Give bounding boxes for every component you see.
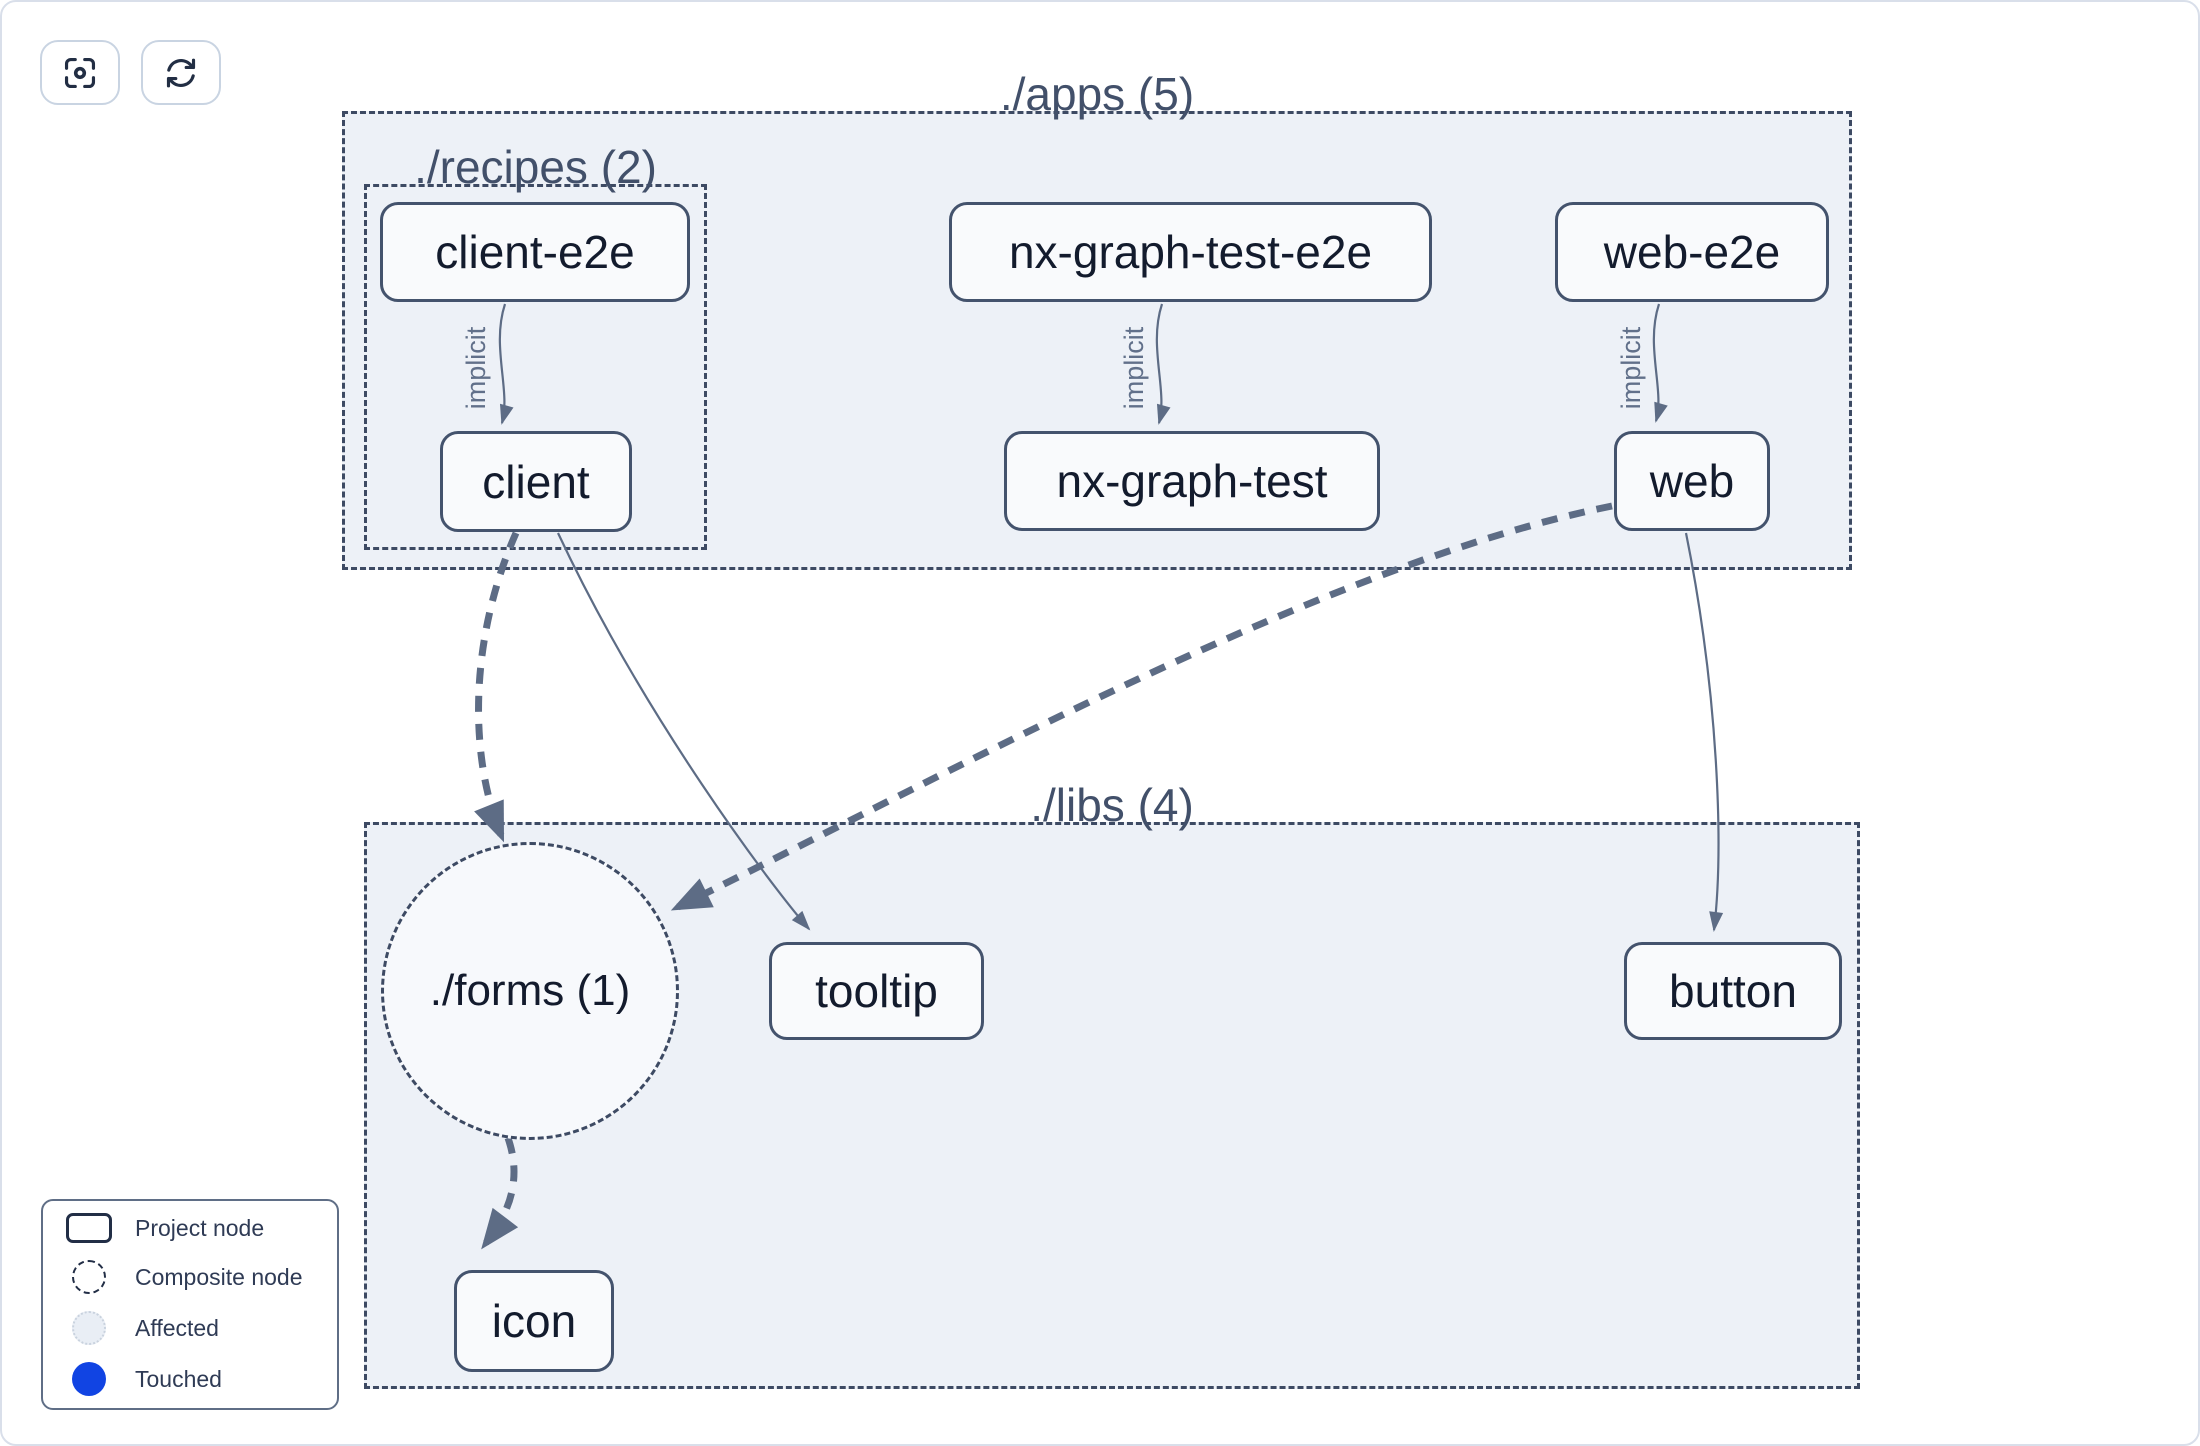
node-label: web-e2e xyxy=(1603,226,1781,278)
composite-node-forms[interactable]: ./forms (1) xyxy=(381,842,679,1140)
legend: Project node Composite node Affected Tou… xyxy=(41,1199,339,1410)
composite-node-swatch xyxy=(72,1260,106,1294)
node-label: nx-graph-test xyxy=(1056,455,1328,507)
refresh-button[interactable] xyxy=(141,40,221,105)
refresh-icon xyxy=(162,54,200,92)
node-label: button xyxy=(1669,965,1797,1017)
focus-button[interactable] xyxy=(40,40,120,105)
toolbar xyxy=(40,40,221,105)
edge-label-implicit-1: implicit xyxy=(461,326,491,409)
group-libs-label: ./libs (4) xyxy=(1030,779,1194,831)
composite-node-label: ./forms (1) xyxy=(429,966,631,1015)
legend-item-affected: Affected xyxy=(43,1311,337,1345)
edge-web-to-forms xyxy=(670,502,1613,911)
node-tooltip[interactable]: tooltip xyxy=(769,942,984,1040)
edge-web-to-button xyxy=(1684,532,1724,932)
edge-nx-graph-test-e2e-to-nx-graph-test xyxy=(1155,303,1171,425)
node-client-e2e[interactable]: client-e2e xyxy=(380,202,690,302)
node-label: nx-graph-test-e2e xyxy=(1008,226,1373,278)
group-apps-label: ./apps (5) xyxy=(999,68,1195,120)
legend-label: Touched xyxy=(135,1365,222,1392)
edge-web-e2e-to-web xyxy=(1652,303,1668,423)
node-web-e2e[interactable]: web-e2e xyxy=(1555,202,1829,302)
legend-label: Project node xyxy=(135,1214,265,1241)
node-web[interactable]: web xyxy=(1614,431,1770,531)
node-label: icon xyxy=(491,1295,577,1347)
project-node-swatch xyxy=(66,1213,112,1243)
edge-forms-to-icon xyxy=(481,1136,519,1250)
node-nx-graph-test-e2e[interactable]: nx-graph-test-e2e xyxy=(949,202,1432,302)
node-button[interactable]: button xyxy=(1624,942,1842,1040)
touched-swatch xyxy=(72,1362,106,1396)
node-label: web xyxy=(1649,455,1735,507)
edge-client-to-tooltip xyxy=(557,532,811,931)
node-label: client xyxy=(482,455,590,508)
edge-client-e2e-to-client xyxy=(498,303,514,425)
legend-item-composite-node: Composite node xyxy=(43,1260,337,1294)
node-label: client-e2e xyxy=(435,226,635,278)
legend-item-project-node: Project node xyxy=(43,1213,337,1243)
edge-label-implicit-2: implicit xyxy=(1119,326,1149,409)
legend-label: Composite node xyxy=(135,1263,303,1290)
affected-swatch xyxy=(72,1311,106,1345)
edge-label-implicit-3: implicit xyxy=(1616,326,1646,409)
scan-focus-icon xyxy=(61,54,99,92)
node-nx-graph-test[interactable]: nx-graph-test xyxy=(1004,431,1380,531)
legend-label: Affected xyxy=(135,1314,219,1341)
legend-item-touched: Touched xyxy=(43,1362,337,1396)
node-icon[interactable]: icon xyxy=(454,1270,614,1372)
node-client[interactable]: client xyxy=(440,431,632,532)
node-label: tooltip xyxy=(815,965,938,1017)
edge-client-to-forms xyxy=(474,531,520,843)
group-recipes-label: ./recipes (2) xyxy=(414,141,657,193)
